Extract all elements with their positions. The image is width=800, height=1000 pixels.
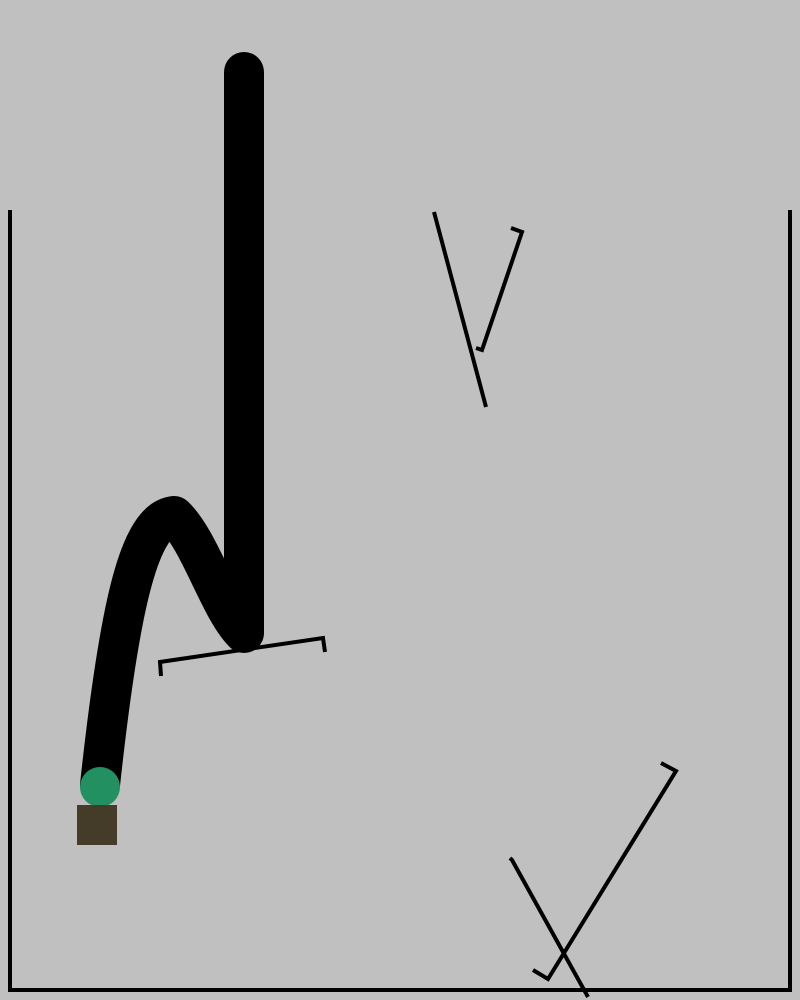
container-walls <box>8 210 792 992</box>
cup-middle[interactable] <box>157 635 327 677</box>
cup-top[interactable] <box>432 211 525 408</box>
black-tube-path <box>80 52 264 805</box>
brown-block[interactable] <box>77 805 117 845</box>
cup-bottom[interactable] <box>508 761 679 998</box>
green-ball[interactable] <box>80 767 120 807</box>
